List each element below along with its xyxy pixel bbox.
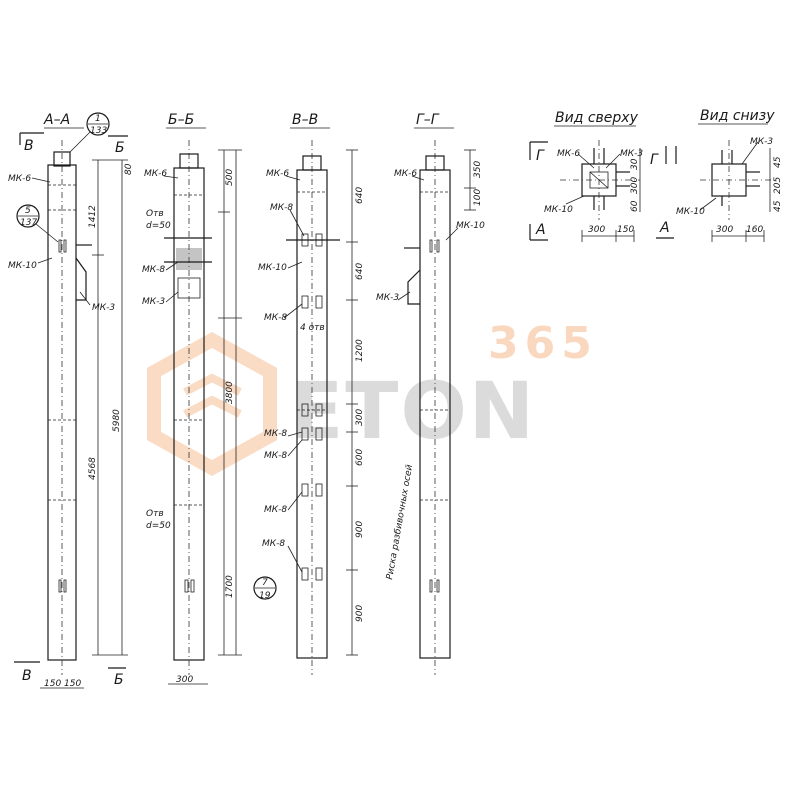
watermark-text: ETON: [290, 367, 536, 457]
plan2-mk3-label: МК-3: [750, 137, 773, 147]
callout-7-19: [253, 576, 277, 600]
callout-7-num: 7: [262, 578, 268, 588]
section-aa: А–А МК-6 МК-10 МК-3 1 133 5 137: [8, 112, 134, 689]
dim-80: 80: [124, 163, 134, 175]
vv-mk8b-label: МК-8: [264, 313, 287, 323]
mark-v-bottom: В: [22, 668, 32, 684]
dim-vv-640b: 640: [355, 263, 365, 280]
gg-mk10-label: МК-10: [456, 221, 485, 231]
dim-gg-350: 350: [473, 161, 483, 178]
mark-g-plan: Г: [536, 148, 545, 164]
plan-mk10-label: МК-10: [544, 205, 573, 215]
gg-mk3-label: МК-3: [376, 293, 399, 303]
vv-mk8c-label: МК-8: [264, 429, 287, 439]
bb-otv2-label: Отв: [146, 509, 164, 519]
dim-p1-300a: 300: [630, 177, 640, 194]
dim-150-150: 150 150: [44, 679, 81, 689]
dim-vv-1200: 1200: [355, 339, 365, 362]
dim-p2-45a: 45: [773, 156, 783, 168]
dim-p1-150: 150: [617, 225, 634, 235]
gg-mk6-label: МК-6: [394, 169, 417, 179]
dim-p1-30: 30: [630, 158, 640, 170]
mark-a-plan2: А: [659, 220, 670, 236]
dim-vv-900b: 900: [355, 605, 365, 622]
aa-mk10-label: МК-10: [8, 261, 37, 271]
plan2-mk10-label: МК-10: [676, 207, 705, 217]
dim-p2-160: 160: [746, 225, 763, 235]
dim-1700: 1700: [225, 575, 235, 598]
bottom-view-title: Вид снизу: [700, 108, 775, 124]
section-gg-title: Г–Г: [416, 112, 440, 128]
vv-mk6-label: МК-6: [266, 169, 289, 179]
dim-vv-900a: 900: [355, 521, 365, 538]
aa-mk6-label: МК-6: [8, 174, 31, 184]
watermark-hex-logo: [147, 332, 277, 476]
section-bb: Б–Б МК-6 Отв d=50 МК-8 МК-3 Отв d=50 7 1…: [142, 112, 277, 685]
section-vv-title: В–В: [292, 112, 318, 128]
callout-5-137: [16, 204, 40, 228]
vv-mk10-label: МК-10: [258, 263, 287, 273]
mark-a-plan: А: [535, 222, 546, 238]
plan-mk6-label: МК-6: [557, 149, 580, 159]
bb-d50-2-label: d=50: [146, 521, 171, 531]
callout-1-den: 133: [90, 126, 107, 136]
top-view-title: Вид сверху: [555, 110, 639, 126]
section-bb-title: Б–Б: [168, 112, 194, 128]
dim-vv-640a: 640: [355, 187, 365, 204]
callout-7-den: 19: [259, 591, 271, 601]
bb-mk8-label: МК-8: [142, 265, 165, 275]
bb-d50-1-label: d=50: [146, 221, 171, 231]
plan-mk3-label: МК-3: [620, 149, 643, 159]
mark-v-top: В: [24, 138, 34, 154]
dim-1412: 1412: [88, 205, 98, 228]
callout-5-den: 137: [20, 218, 37, 228]
mark-b-top: Б: [115, 140, 125, 156]
dim-4568: 4568: [88, 457, 98, 480]
watermark-number: 365: [488, 318, 598, 369]
dim-p1-60: 60: [630, 200, 640, 212]
mark-b-bottom: Б: [114, 672, 124, 688]
vv-mk8a-label: МК-8: [270, 203, 293, 213]
section-aa-title: А–А: [43, 112, 70, 128]
dim-5980: 5980: [112, 409, 122, 432]
gg-vertical-note: Риска разбивочных осей: [385, 464, 415, 581]
callout-5-num: 5: [25, 206, 31, 216]
dim-p1-300b: 300: [588, 225, 605, 235]
bb-mk6-label: МК-6: [144, 169, 167, 179]
bb-mk3-label: МК-3: [142, 297, 165, 307]
vv-mk8f-label: МК-8: [262, 539, 285, 549]
dim-vv-300: 300: [355, 409, 365, 426]
dim-500: 500: [225, 169, 235, 186]
plan-top-view: Вид сверху МК-6 МК-3 МК-10 Г Г А 300 150…: [529, 110, 667, 242]
plan-bottom-view: Вид снизу МК-3 МК-10 А 300 160 45 205 45: [656, 108, 783, 242]
vv-note-label: 4 отв: [300, 323, 325, 333]
dim-3800: 3800: [225, 381, 235, 404]
aa-mk3-label: МК-3: [92, 303, 115, 313]
bb-otv1-label: Отв: [146, 209, 164, 219]
section-vv: В–В МК-6 МК-8 МК-10 МК-8 4 отв МК-8 МК-8…: [258, 112, 365, 675]
dim-p2-300: 300: [716, 225, 733, 235]
dim-p2-205: 205: [773, 177, 783, 194]
watermark: 365 ETON: [147, 318, 598, 476]
callout-1-133: [86, 112, 110, 136]
watermark-hex-inner: [183, 373, 242, 418]
dim-bb-300: 300: [176, 675, 193, 685]
callout-1-num: 1: [95, 114, 101, 124]
mark-g-plan2: Г: [650, 152, 659, 168]
vv-mk8d-label: МК-8: [264, 451, 287, 461]
dim-p2-45b: 45: [773, 200, 783, 212]
dim-gg-100: 100: [473, 189, 483, 206]
dim-vv-600: 600: [355, 449, 365, 466]
vv-mk8e-label: МК-8: [264, 505, 287, 515]
